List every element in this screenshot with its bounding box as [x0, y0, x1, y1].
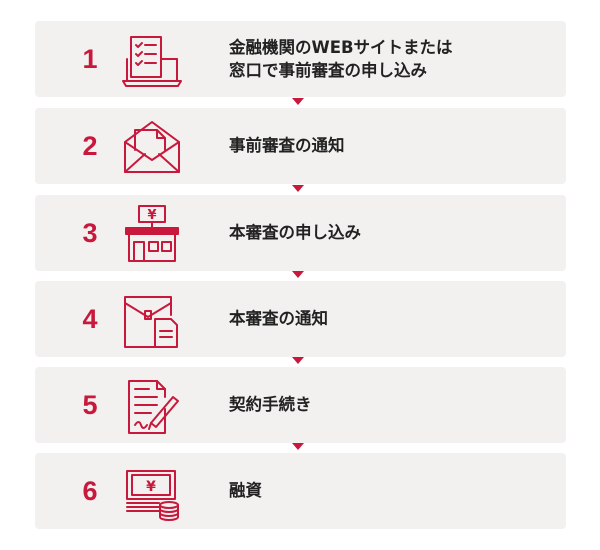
money-stack-icon: ¥ — [126, 470, 179, 521]
step-number: 2 — [82, 131, 98, 161]
step-2: 2 事前審査の通知 — [35, 108, 566, 184]
bank-branch-icon: ¥ — [125, 205, 179, 262]
step-1: 1 金融機関のWEBサイトまたは 窓口で事前審査の申し込み — [35, 21, 566, 97]
step-label: 本審査の申し込み — [229, 223, 361, 243]
step-label: 金融機関のWEBサイトまたは 窓口で事前審査の申し込み — [229, 21, 549, 97]
step-label-line: 窓口で事前審査の申し込み — [229, 61, 427, 80]
step-label: 融資 — [229, 481, 262, 501]
envelope-document-icon — [124, 296, 178, 348]
contract-pen-icon — [128, 380, 179, 434]
step-number: 5 — [82, 390, 98, 420]
step-number: 6 — [82, 476, 98, 506]
step-number: 4 — [82, 304, 98, 334]
yen-icon: ¥ — [147, 208, 156, 223]
step-label: 契約手続き — [229, 395, 312, 415]
step-6: 6 ¥ 融資 — [35, 453, 566, 529]
step-3: 3 ¥ 本審査の申し込み — [35, 195, 566, 271]
step-number: 3 — [82, 218, 98, 248]
flow-arrow — [292, 185, 304, 192]
flow-arrow — [292, 271, 304, 278]
flow-arrow — [292, 443, 304, 450]
yen-icon: ¥ — [146, 479, 156, 495]
step-label: 本審査の通知 — [229, 309, 328, 329]
laptop-checklist-icon — [122, 36, 182, 87]
flow-arrow — [292, 98, 304, 105]
step-number: 1 — [82, 44, 98, 74]
step-label: 事前審査の通知 — [229, 136, 345, 156]
open-envelope-icon — [124, 121, 180, 173]
step-label-line: 金融機関のWEBサイトまたは — [229, 37, 453, 57]
flow-arrow — [292, 357, 304, 364]
step-4: 4 本審査の通知 — [35, 281, 566, 357]
step-5: 5 契約手続き — [35, 367, 566, 443]
